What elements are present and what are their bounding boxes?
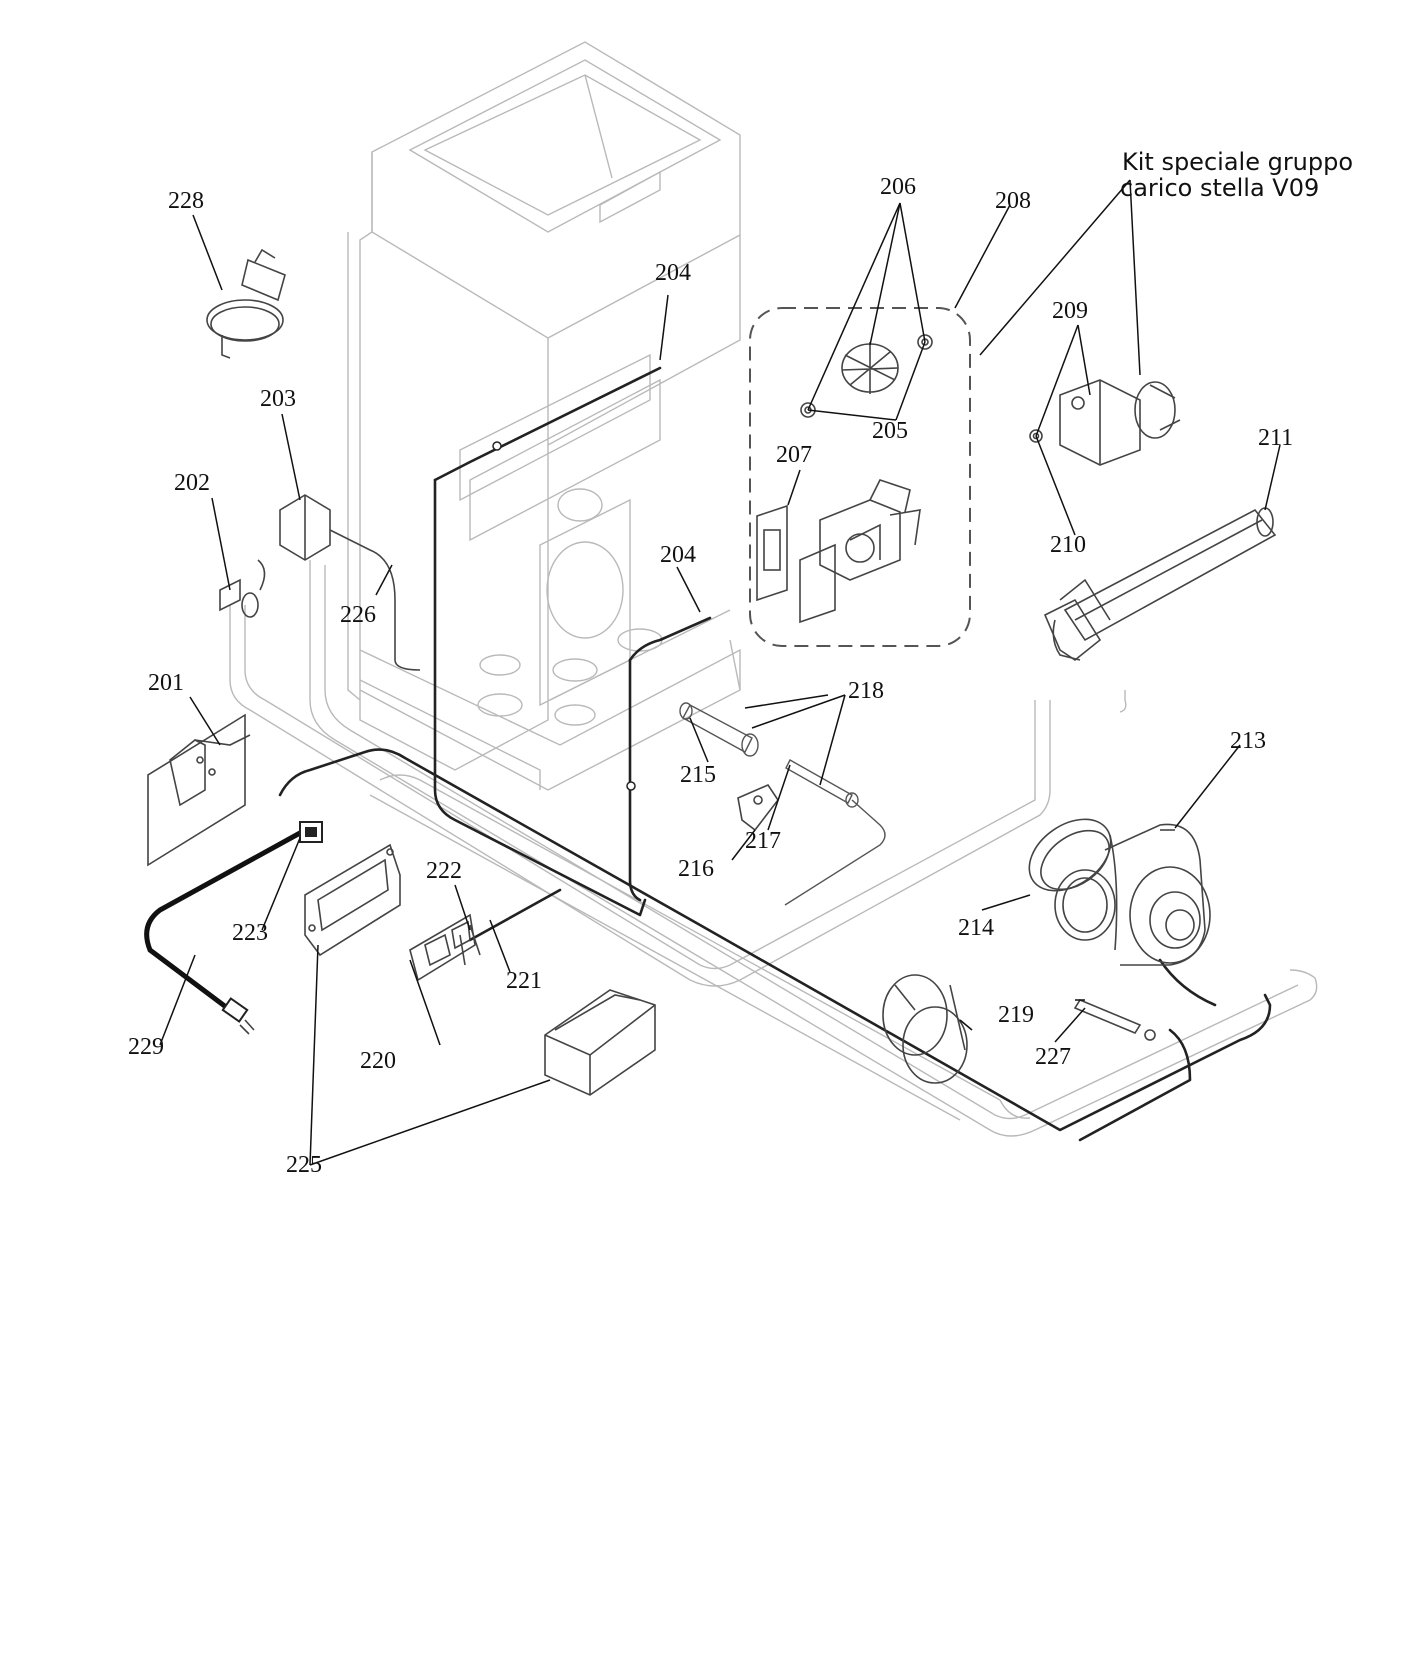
part-217-rod	[784, 759, 886, 906]
label-220: 220	[360, 1048, 396, 1074]
label-206: 206	[880, 174, 916, 200]
part-219-filter	[882, 974, 968, 1084]
label-214: 214	[958, 915, 994, 941]
part-202	[219, 559, 266, 618]
label-205: 205	[872, 418, 908, 444]
label-209: 209	[1052, 298, 1088, 324]
label-207: 207	[776, 442, 812, 468]
label-217: 217	[745, 828, 781, 854]
part-211-igniter	[1043, 507, 1277, 661]
label-215: 215	[680, 762, 716, 788]
wire-loom	[229, 560, 1318, 1137]
part-201	[147, 713, 251, 867]
kit-note-line1: Kit speciale gruppo	[1122, 148, 1353, 176]
label-210: 210	[1050, 532, 1086, 558]
kit-note-line2: carico stella V09	[1120, 174, 1319, 202]
part-208-kit-frame	[749, 307, 971, 647]
label-222: 222	[426, 858, 462, 884]
label-216: 216	[678, 856, 714, 882]
label-225: 225	[286, 1152, 322, 1178]
label-204-bottom: 204	[660, 542, 696, 568]
power-cord	[144, 821, 323, 1035]
part-220-relay-board	[409, 913, 481, 982]
leader-lines	[159, 179, 1281, 1166]
label-203: 203	[260, 386, 296, 412]
label-204-top: 204	[655, 260, 691, 286]
label-223: 223	[232, 920, 268, 946]
part-225-box	[544, 989, 656, 1096]
part-feeder-housing	[799, 479, 921, 624]
label-221: 221	[506, 968, 542, 994]
label-208: 208	[995, 188, 1031, 214]
label-226: 226	[340, 602, 376, 628]
part-215-tube	[679, 702, 759, 757]
stove-body	[347, 41, 741, 791]
part-213-fan	[1028, 818, 1211, 966]
label-202: 202	[174, 470, 210, 496]
label-219: 219	[998, 1002, 1034, 1028]
part-227-probe	[1073, 999, 1156, 1041]
label-228: 228	[168, 188, 204, 214]
label-218: 218	[848, 678, 884, 704]
dark-cables	[278, 366, 1272, 1142]
part-labels: 228 203 202 204 204 226 201 206 205 207 …	[128, 148, 1353, 1178]
label-229: 229	[128, 1034, 164, 1060]
part-225-board	[304, 843, 401, 957]
part-203	[279, 494, 421, 671]
label-201: 201	[148, 670, 184, 696]
part-209-gearmotor	[1029, 379, 1181, 466]
label-213: 213	[1230, 728, 1266, 754]
label-227: 227	[1035, 1044, 1071, 1070]
part-216-clip	[737, 784, 779, 832]
part-228	[206, 248, 286, 359]
label-211: 211	[1258, 425, 1293, 451]
part-207-plate	[756, 504, 788, 602]
